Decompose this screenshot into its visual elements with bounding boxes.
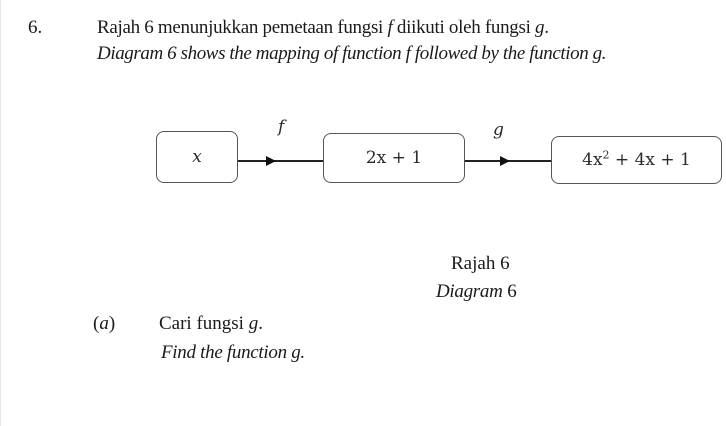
g-image-box: 4x2 + 4x + 1 xyxy=(551,136,722,184)
arrow-g-head-icon xyxy=(500,156,510,166)
g-image-base: 4x xyxy=(582,150,603,170)
part-a-label: (a) xyxy=(93,313,115,335)
part-a-close-paren: ) xyxy=(108,313,116,334)
caption-malay-number: 6 xyxy=(500,253,510,274)
f-image-box-label: 2x + 1 xyxy=(365,148,423,168)
question-malay-end: . xyxy=(544,17,549,38)
arrow-f-line xyxy=(238,160,323,162)
g-image-exponent: 2 xyxy=(602,148,610,162)
caption-malay: Rajah 6 xyxy=(451,253,510,275)
part-a-malay-end: . xyxy=(258,313,263,334)
question-malay-f: f xyxy=(387,17,393,38)
part-a-letter: a xyxy=(99,313,109,334)
caption-english-number: 6 xyxy=(507,281,517,302)
part-a-text-english: Find the function g. xyxy=(161,342,305,363)
domain-box: x xyxy=(156,131,238,183)
caption-english: Diagram 6 xyxy=(436,281,517,303)
g-image-rest: + 4x + 1 xyxy=(609,150,691,170)
arrow-g-label: g xyxy=(493,120,504,140)
caption-malay-word: Rajah xyxy=(451,253,496,274)
f-image-box: 2x + 1 xyxy=(323,133,465,183)
question-malay-part-2: diikuti oleh fungsi xyxy=(392,17,535,38)
part-a-malay-g: g xyxy=(248,313,259,334)
arrow-f-head-icon xyxy=(266,156,276,166)
arrow-f-label: f xyxy=(278,117,285,137)
question-text-malay: Rajah 6 menunjukkan pemetaan fungsi f di… xyxy=(97,17,549,39)
part-a-text-malay: Cari fungsi g. xyxy=(159,313,263,335)
caption-english-word: Diagram xyxy=(436,281,503,302)
question-number: 6. xyxy=(28,17,43,38)
page-edge xyxy=(0,0,1,426)
question-malay-g: g xyxy=(535,17,545,38)
g-image-box-label: 4x2 + 4x + 1 xyxy=(582,148,691,170)
question-malay-part-1: Rajah 6 menunjukkan pemetaan fungsi xyxy=(97,17,388,38)
part-a-open-paren: ( xyxy=(93,313,100,334)
part-a-malay-text: Cari fungsi xyxy=(159,313,249,334)
domain-box-label: x xyxy=(192,147,202,167)
question-text-english: Diagram 6 shows the mapping of function … xyxy=(97,43,607,64)
